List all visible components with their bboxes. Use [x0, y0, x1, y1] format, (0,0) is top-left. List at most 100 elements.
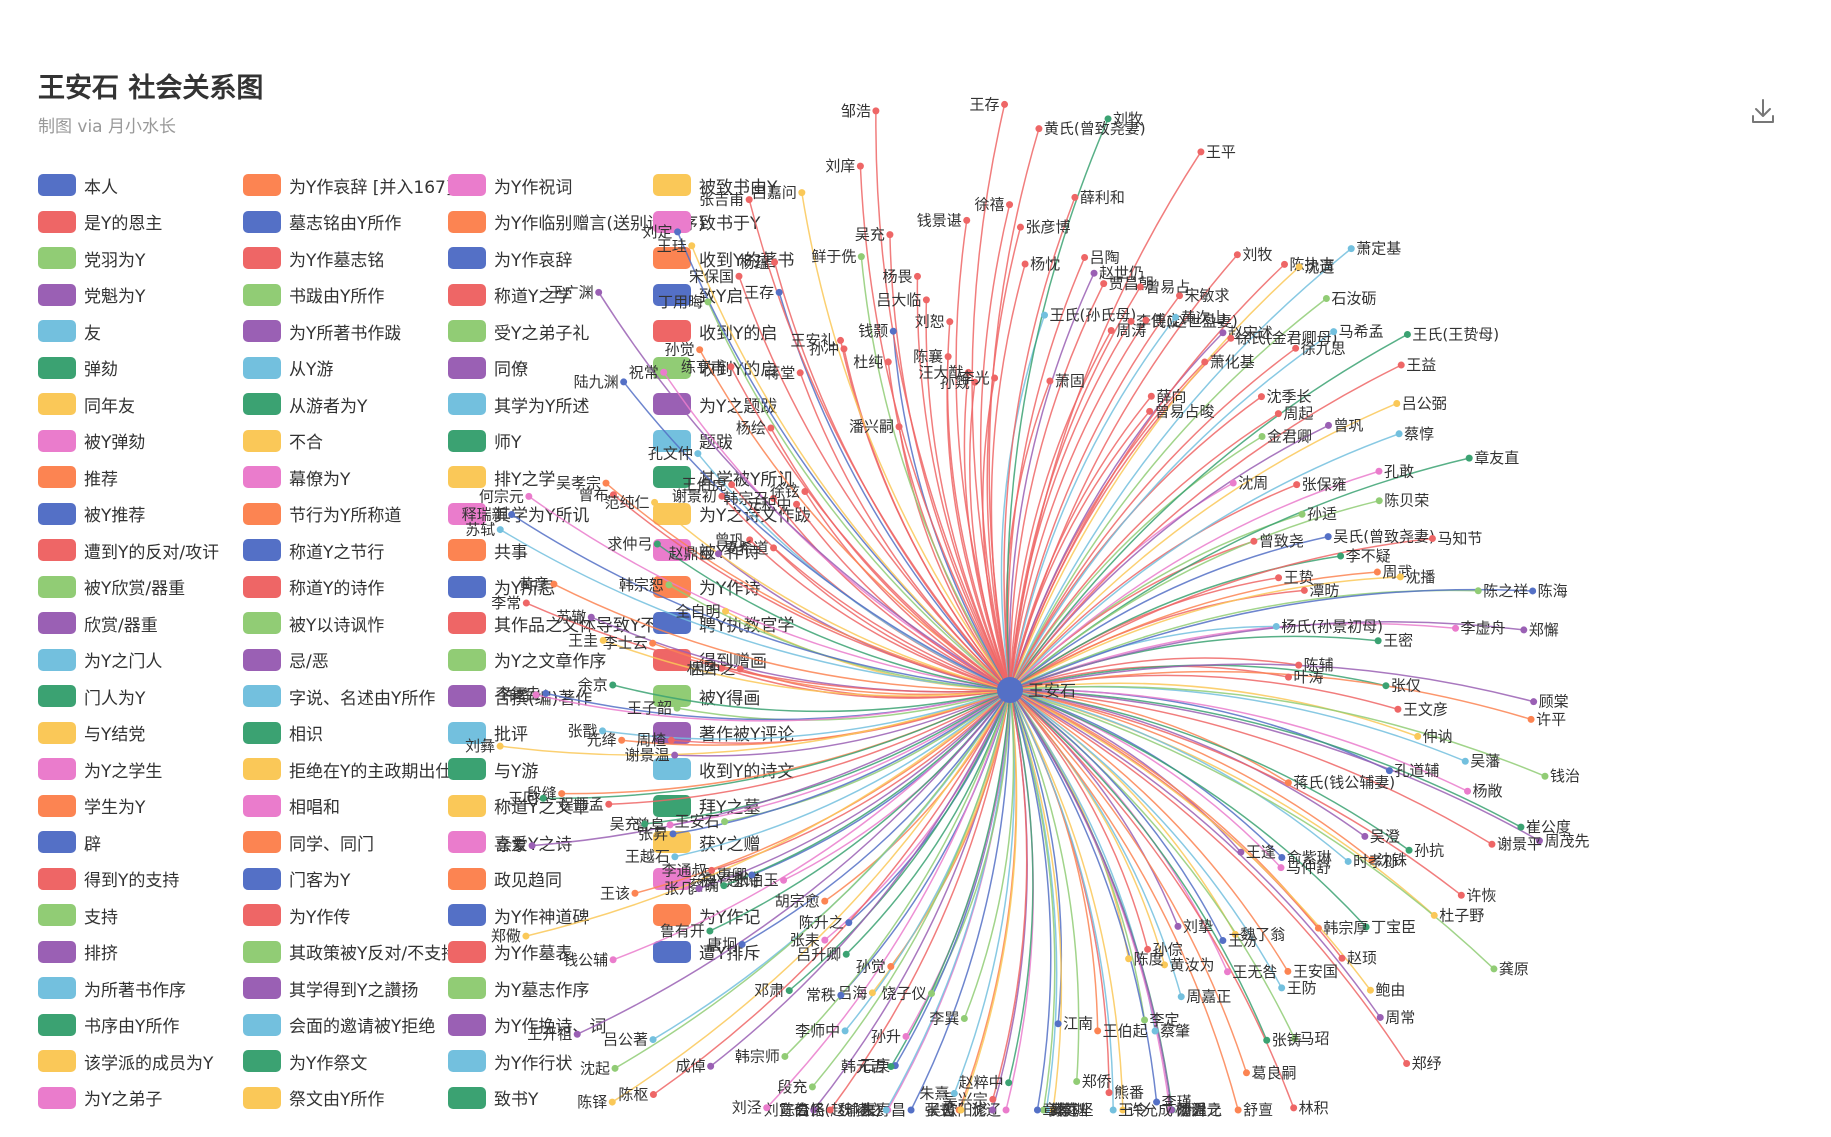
person-node[interactable] — [1396, 573, 1404, 581]
person-node[interactable] — [767, 424, 775, 432]
person-node[interactable] — [1233, 251, 1241, 259]
legend-item[interactable]: 被Y得画 — [653, 683, 760, 709]
legend-item[interactable]: 为Y作传 — [243, 902, 350, 928]
person-node[interactable] — [708, 866, 716, 874]
legend-item[interactable]: 其学为Y所述 — [448, 391, 589, 417]
legend-item[interactable]: 为Y作祝词 — [448, 172, 572, 198]
legend-item[interactable]: 是Y的恩主 — [38, 209, 162, 235]
person-node[interactable] — [1234, 1106, 1242, 1114]
person-node[interactable] — [653, 540, 661, 548]
person-node[interactable] — [1223, 968, 1231, 976]
legend-item[interactable]: 其学得到Y之讚扬 — [243, 975, 418, 1001]
person-node[interactable] — [907, 1106, 915, 1114]
person-node[interactable] — [1041, 311, 1049, 319]
person-node[interactable] — [587, 613, 595, 621]
person-node[interactable] — [1520, 626, 1528, 634]
person-node[interactable] — [1293, 481, 1301, 489]
person-node[interactable] — [963, 216, 971, 224]
person-node[interactable] — [1298, 510, 1306, 518]
legend-item[interactable]: 被致书由Y — [653, 172, 777, 198]
person-node[interactable] — [550, 580, 558, 588]
person-node[interactable] — [1227, 334, 1235, 342]
person-node[interactable] — [721, 818, 729, 826]
legend-item[interactable]: 门客为Y — [243, 866, 350, 892]
legend-item[interactable]: 为Y作记 — [653, 902, 760, 928]
person-node[interactable] — [1094, 1027, 1102, 1035]
person-node[interactable] — [1292, 344, 1300, 352]
person-node[interactable] — [704, 298, 712, 306]
person-node[interactable] — [1428, 534, 1436, 542]
person-node[interactable] — [1153, 1098, 1161, 1106]
person-node[interactable] — [649, 1091, 657, 1099]
person-node[interactable] — [1361, 832, 1369, 840]
legend-item[interactable]: 排挤 — [38, 939, 118, 965]
person-node[interactable] — [1465, 454, 1473, 462]
person-node[interactable] — [522, 932, 530, 940]
person-node[interactable] — [1337, 552, 1345, 560]
person-node[interactable] — [1081, 253, 1089, 261]
person-node[interactable] — [895, 423, 903, 431]
legend-item[interactable]: 为所著书作序 — [38, 975, 186, 1001]
person-node[interactable] — [1490, 965, 1498, 973]
person-node[interactable] — [651, 498, 659, 506]
legend-item[interactable]: 为Y作哀辞 [并入167] — [243, 172, 453, 198]
legend-item[interactable]: 合撰(编)著作 — [448, 683, 592, 709]
legend-item[interactable]: 致书Y — [448, 1085, 538, 1111]
person-node[interactable] — [887, 1063, 895, 1071]
legend-item[interactable]: 党羽为Y — [38, 245, 145, 271]
legend-item[interactable]: 字说、名述由Y所作 — [243, 683, 435, 709]
person-node[interactable] — [1278, 984, 1286, 992]
legend-item[interactable]: 为Y之弟子 — [38, 1085, 162, 1111]
person-node[interactable] — [525, 492, 533, 500]
person-node[interactable] — [1284, 967, 1292, 975]
person-node[interactable] — [641, 820, 649, 828]
person-node[interactable] — [988, 1106, 996, 1114]
legend-item[interactable]: 幕僚为Y — [243, 464, 350, 490]
legend-item[interactable]: 为Y墓志作序 — [448, 975, 589, 1001]
person-node[interactable] — [673, 704, 681, 712]
legend-item[interactable]: 称道Y之文章 — [448, 793, 589, 819]
person-node[interactable] — [1529, 587, 1537, 595]
person-node[interactable] — [718, 492, 726, 500]
person-node[interactable] — [706, 927, 714, 935]
legend-item[interactable]: 为Y作哀辞 — [448, 245, 572, 271]
person-node[interactable] — [1258, 432, 1266, 440]
person-node[interactable] — [889, 327, 897, 335]
person-node[interactable] — [808, 1083, 816, 1091]
legend-item[interactable]: 不合 — [243, 428, 323, 454]
person-node[interactable] — [1535, 837, 1543, 845]
person-node[interactable] — [1375, 497, 1383, 505]
person-node[interactable] — [1385, 767, 1393, 775]
person-node[interactable] — [857, 253, 865, 261]
person-node[interactable] — [1237, 848, 1245, 856]
person-node[interactable] — [714, 550, 722, 558]
legend-item[interactable]: 为Y作神道碑 — [448, 902, 589, 928]
person-node[interactable] — [738, 940, 746, 948]
person-node[interactable] — [1071, 193, 1079, 201]
person-node[interactable] — [1368, 856, 1376, 864]
person-node[interactable] — [1291, 1034, 1299, 1042]
person-node[interactable] — [1229, 479, 1237, 487]
person-node[interactable] — [1257, 393, 1265, 401]
person-node[interactable] — [1005, 1079, 1013, 1087]
legend-item[interactable]: 其作品之文体导致Y不满 — [448, 610, 674, 636]
legend-item[interactable]: 从游者为Y — [243, 391, 367, 417]
legend-item[interactable]: 被Y题诗 — [653, 866, 760, 892]
person-node[interactable] — [780, 876, 788, 884]
person-node[interactable] — [1290, 1104, 1298, 1112]
legend-item[interactable]: 门人为Y — [38, 683, 145, 709]
legend-item[interactable]: 其政策被Y反对/不支持 — [243, 939, 458, 965]
person-node[interactable] — [573, 1030, 581, 1038]
person-node[interactable] — [872, 107, 880, 115]
person-node[interactable] — [1275, 574, 1283, 582]
legend-item[interactable]: 拒绝在Y的主政期出仕 — [243, 756, 452, 782]
person-node[interactable] — [532, 691, 540, 699]
person-node[interactable] — [1168, 1106, 1176, 1114]
legend-item[interactable]: 推荐 — [38, 464, 118, 490]
person-node[interactable] — [796, 369, 804, 377]
person-node[interactable] — [665, 581, 673, 589]
person-node[interactable] — [927, 990, 935, 998]
person-node[interactable] — [1144, 945, 1152, 953]
person-node[interactable] — [1035, 125, 1043, 133]
person-node[interactable] — [718, 664, 726, 672]
